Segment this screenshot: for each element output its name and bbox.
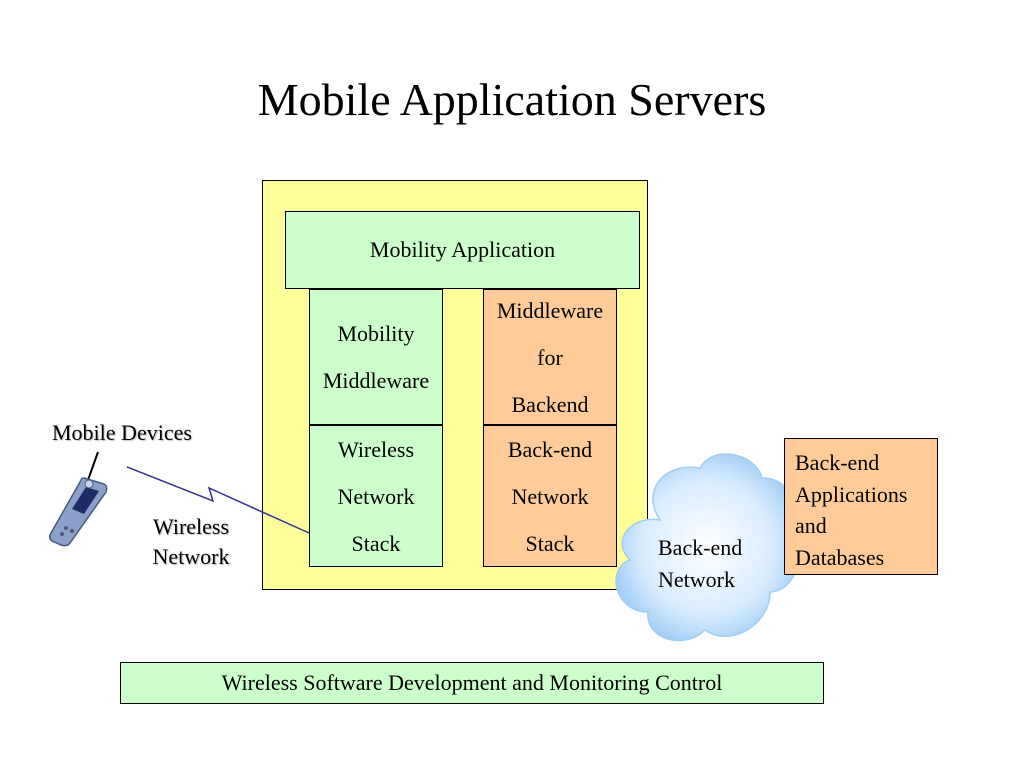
- middleware-for-backend-label: Middleware for Backend: [496, 297, 604, 417]
- backend-applications-label: Back-end Applications and Databases: [795, 450, 908, 570]
- slide-title: Mobile Application Servers: [257, 74, 767, 125]
- mobility-middleware-label: Mobility Middleware: [322, 321, 430, 393]
- mobile-devices-label: Mobile Devices: [52, 420, 192, 445]
- mobility-middleware-box: Mobility Middleware: [309, 289, 443, 425]
- backend-applications-box: Back-end Applications and Databases: [784, 438, 938, 575]
- mobile-phone-icon: [48, 451, 108, 547]
- backend-network-stack-label: Back-end Network Stack: [507, 436, 593, 556]
- backend-network-stack-box: Back-end Network Stack: [483, 425, 617, 567]
- backend-network-label: Back-end Network: [658, 535, 743, 592]
- mobility-application-box: Mobility Application: [285, 211, 640, 289]
- wireless-network-stack-label: Wireless Network Stack: [337, 436, 415, 556]
- middleware-for-backend-box: Middleware for Backend: [483, 289, 617, 425]
- wireless-link-line: [126, 466, 310, 534]
- wireless-network-stack-box: Wireless Network Stack: [309, 425, 443, 567]
- mobility-application-label: Mobility Application: [369, 237, 556, 262]
- monitoring-control-bar: Wireless Software Development and Monito…: [120, 662, 824, 704]
- backend-network-cloud: [615, 453, 799, 642]
- wireless-network-label: Wireless Network: [152, 514, 230, 569]
- monitoring-control-label: Wireless Software Development and Monito…: [221, 670, 723, 695]
